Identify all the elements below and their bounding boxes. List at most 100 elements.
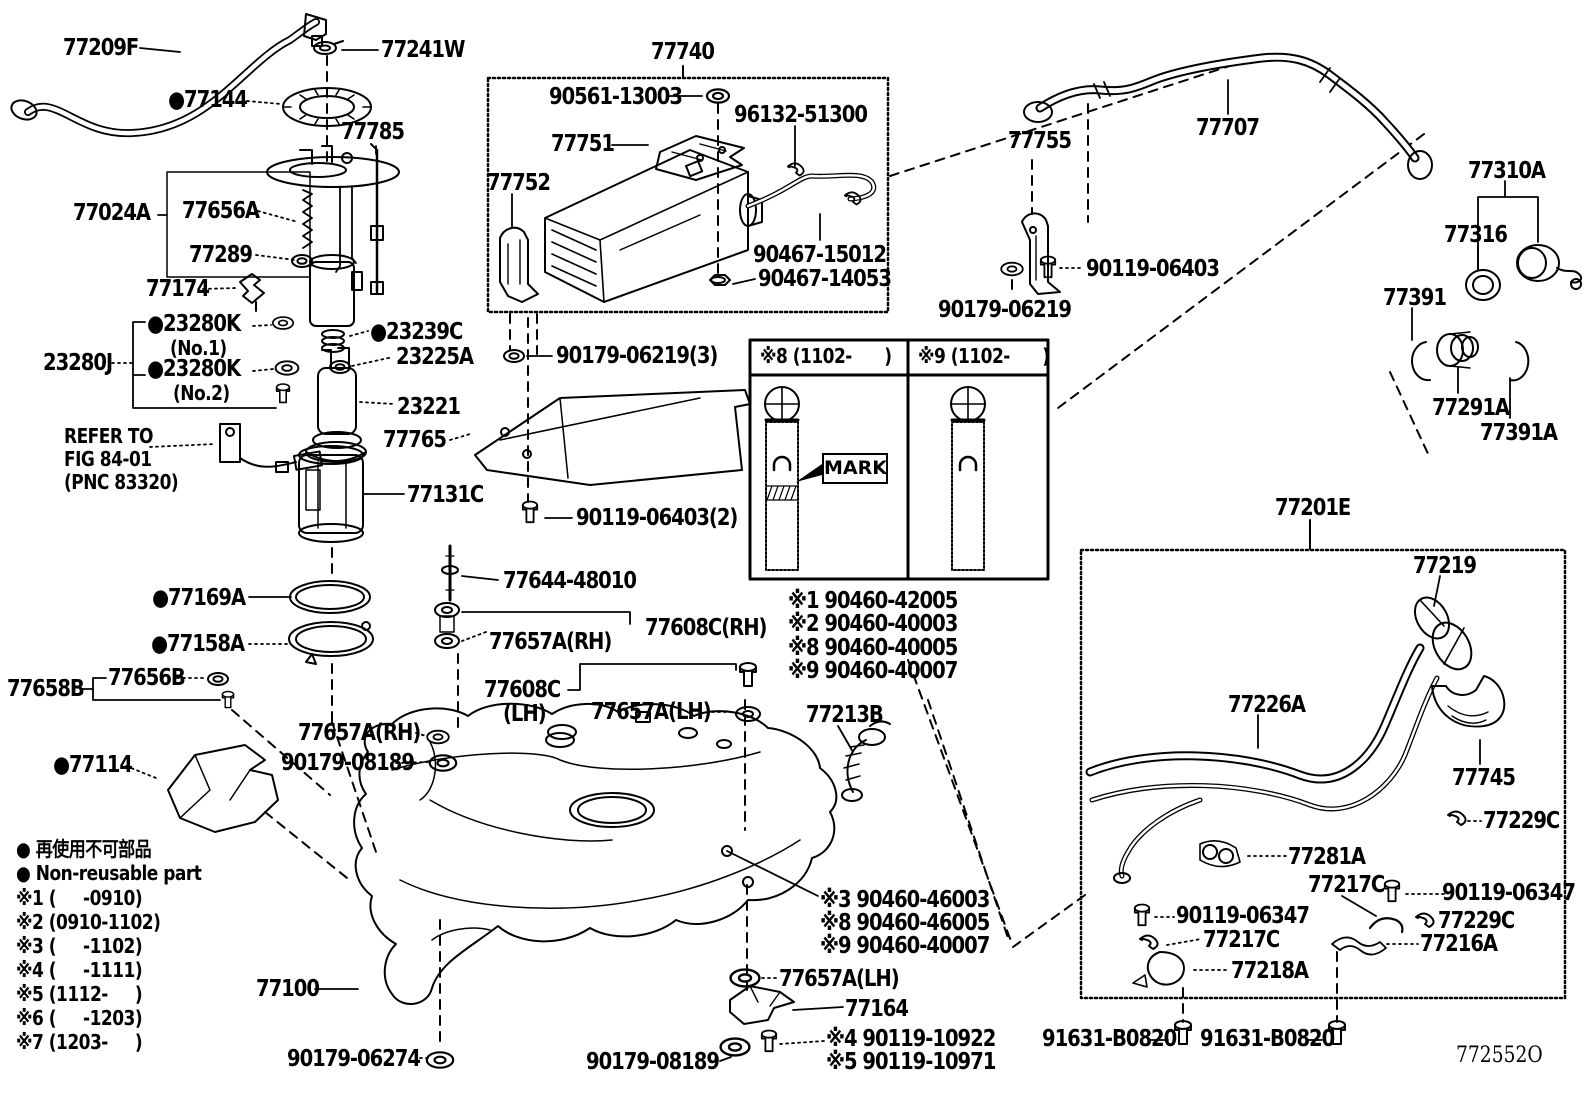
note-label-90460-40003: ※2 90460-40003 bbox=[788, 611, 958, 637]
part-label-77657A-rh-mid: 77657A(RH) bbox=[298, 720, 421, 746]
legend-note-6: ※6 ( -1203) bbox=[16, 1006, 143, 1030]
part-label-77241W: 77241W bbox=[381, 37, 465, 63]
legend-note-1: ※1 ( -0910) bbox=[16, 886, 143, 910]
part-label-77608C-lh-sub: (LH) bbox=[503, 701, 547, 727]
part-label-23239C: ●23239C bbox=[370, 319, 463, 345]
part-label-77608C-rh: 77608C(RH) bbox=[645, 615, 767, 641]
part-label-77217C-right: 77217C bbox=[1308, 872, 1385, 898]
fuel-tank-art bbox=[353, 702, 891, 1069]
variant-box-header-8: ※8 (1102- ) bbox=[760, 344, 892, 368]
part-label-77218A: 77218A bbox=[1231, 958, 1309, 984]
variant-box-header-9: ※9 (1102- ) bbox=[918, 344, 1050, 368]
part-label-23280K-no1-sub: (No.1) bbox=[170, 336, 227, 360]
part-label-77144: ●77144 bbox=[168, 87, 248, 113]
part-label-77707: 77707 bbox=[1196, 115, 1260, 141]
part-label-77131C: 77131C bbox=[407, 482, 484, 508]
part-label-77785: 77785 bbox=[341, 119, 405, 145]
part-label-77114: ●77114 bbox=[53, 752, 133, 778]
part-label-77755: 77755 bbox=[1008, 128, 1072, 154]
part-label-77391: 77391 bbox=[1383, 285, 1447, 311]
part-label-23280K-no1: ●23280K bbox=[147, 311, 241, 337]
note-label-90119-10922: ※4 90119-10922 bbox=[826, 1026, 996, 1052]
part-label-90119-06403: 90119-06403 bbox=[1086, 256, 1220, 282]
part-label-90561-13003: 90561-13003 bbox=[549, 84, 683, 110]
legend-note-3: ※3 ( -1102) bbox=[16, 934, 143, 958]
part-label-77765: 77765 bbox=[383, 427, 447, 453]
part-label-77201E: 77201E bbox=[1275, 495, 1351, 521]
gas-cap-art bbox=[1411, 244, 1583, 382]
part-label-90467-14053: 90467-14053 bbox=[758, 266, 892, 292]
filler-pipe-art bbox=[1085, 596, 1506, 1045]
part-label-77752: 77752 bbox=[487, 170, 551, 196]
part-label-77226A: 77226A bbox=[1228, 692, 1306, 718]
part-label-90179-08189-bottom: 90179-08189 bbox=[586, 1049, 720, 1075]
part-label-23280J: 23280J bbox=[43, 350, 113, 376]
note-label-90460-40007b: ※9 90460-40007 bbox=[820, 933, 990, 959]
canister-box-outline bbox=[486, 65, 890, 314]
part-label-77100: 77100 bbox=[256, 976, 320, 1002]
part-label-90179-06219: 90179-06219 bbox=[938, 297, 1072, 323]
part-label-77213B: 77213B bbox=[806, 702, 884, 728]
part-label-96132-51300: 96132-51300 bbox=[734, 102, 868, 128]
part-label-90119-06403-2: 90119-06403(2) bbox=[576, 505, 738, 531]
legend-nonreusable-jp: ● 再使用不可部品 bbox=[16, 837, 152, 861]
part-label-77316: 77316 bbox=[1444, 222, 1508, 248]
part-label-23221: 23221 bbox=[397, 394, 461, 420]
part-label-23280K-no2-sub: (No.2) bbox=[173, 381, 230, 405]
dashed-guides bbox=[231, 55, 1431, 1049]
part-label-77644-48010: 77644-48010 bbox=[503, 568, 637, 594]
heat-shield-art bbox=[474, 349, 751, 524]
note-label-90460-40005: ※8 90460-40005 bbox=[788, 635, 958, 661]
part-label-90179-06219-3: 90179-06219(3) bbox=[556, 343, 718, 369]
part-label-77291A: 77291A bbox=[1432, 395, 1510, 421]
part-label-77656B: 77656B bbox=[108, 665, 186, 691]
mark-callout: MARK bbox=[822, 453, 888, 484]
legend-note-2: ※2 (0910-1102) bbox=[16, 910, 161, 934]
diagram-code: 772552O bbox=[1456, 1043, 1543, 1068]
part-label-77608C-lh: 77608C bbox=[484, 677, 561, 703]
mount-hardware-art bbox=[167, 555, 761, 833]
refer-note-line2: FIG 84-01 bbox=[64, 447, 152, 471]
part-label-77281A: 77281A bbox=[1288, 844, 1366, 870]
legend-nonreusable-en: ● Non-reusable part bbox=[16, 861, 202, 885]
refer-note-line1: REFER TO bbox=[64, 424, 153, 448]
part-label-77740: 77740 bbox=[651, 39, 715, 65]
variant-box-art bbox=[748, 338, 1050, 581]
part-label-90179-08189-left: 90179-08189 bbox=[281, 750, 415, 776]
leader-lines bbox=[81, 47, 1539, 1062]
note-label-90460-42005: ※1 90460-42005 bbox=[788, 588, 958, 614]
part-label-90467-15012: 90467-15012 bbox=[753, 242, 887, 268]
fuel-tube-art bbox=[10, 13, 344, 138]
part-label-77658B: 77658B bbox=[7, 676, 85, 702]
part-label-77310A: 77310A bbox=[1468, 158, 1546, 184]
part-label-77216A: 77216A bbox=[1420, 931, 1498, 957]
part-label-91631-B0820-right: 91631-B0820 bbox=[1200, 1026, 1335, 1052]
legend-note-5: ※5 (1112- ) bbox=[16, 982, 143, 1006]
refer-note-line3: (PNC 83320) bbox=[64, 470, 179, 494]
part-label-77656A: 77656A bbox=[182, 198, 260, 224]
filler-hose-art bbox=[1000, 52, 1433, 295]
part-label-77391A: 77391A bbox=[1480, 420, 1558, 446]
note-label-90460-46005: ※8 90460-46005 bbox=[820, 910, 990, 936]
part-label-77657A-rh-top: 77657A(RH) bbox=[489, 629, 612, 655]
part-label-91631-B0820-left: 91631-B0820 bbox=[1042, 1026, 1177, 1052]
part-label-77745: 77745 bbox=[1452, 765, 1516, 791]
note-label-90460-46003: ※3 90460-46003 bbox=[820, 887, 990, 913]
part-label-77657A-lh-bottom: 77657A(LH) bbox=[779, 966, 900, 992]
part-label-77657A-lh-top: 77657A(LH) bbox=[591, 699, 712, 725]
part-label-77024A: 77024A bbox=[73, 200, 151, 226]
part-label-77219: 77219 bbox=[1413, 553, 1477, 579]
part-label-77217C-left: 77217C bbox=[1203, 927, 1280, 953]
part-label-77169A: ●77169A bbox=[152, 585, 246, 611]
pump-module-art bbox=[219, 87, 400, 543]
canister-art bbox=[499, 88, 877, 303]
part-label-23225A: 23225A bbox=[396, 344, 474, 370]
part-label-77229C-bottom: 77229C bbox=[1438, 908, 1515, 934]
part-label-77158A: ●77158A bbox=[151, 631, 245, 657]
part-label-90119-06347-right: 90119-06347 bbox=[1442, 880, 1576, 906]
filler-pipe-box-outline bbox=[1079, 519, 1567, 1000]
note-label-90460-40007: ※9 90460-40007 bbox=[788, 658, 958, 684]
part-label-77164: 77164 bbox=[845, 996, 909, 1022]
part-label-77751: 77751 bbox=[551, 131, 615, 157]
